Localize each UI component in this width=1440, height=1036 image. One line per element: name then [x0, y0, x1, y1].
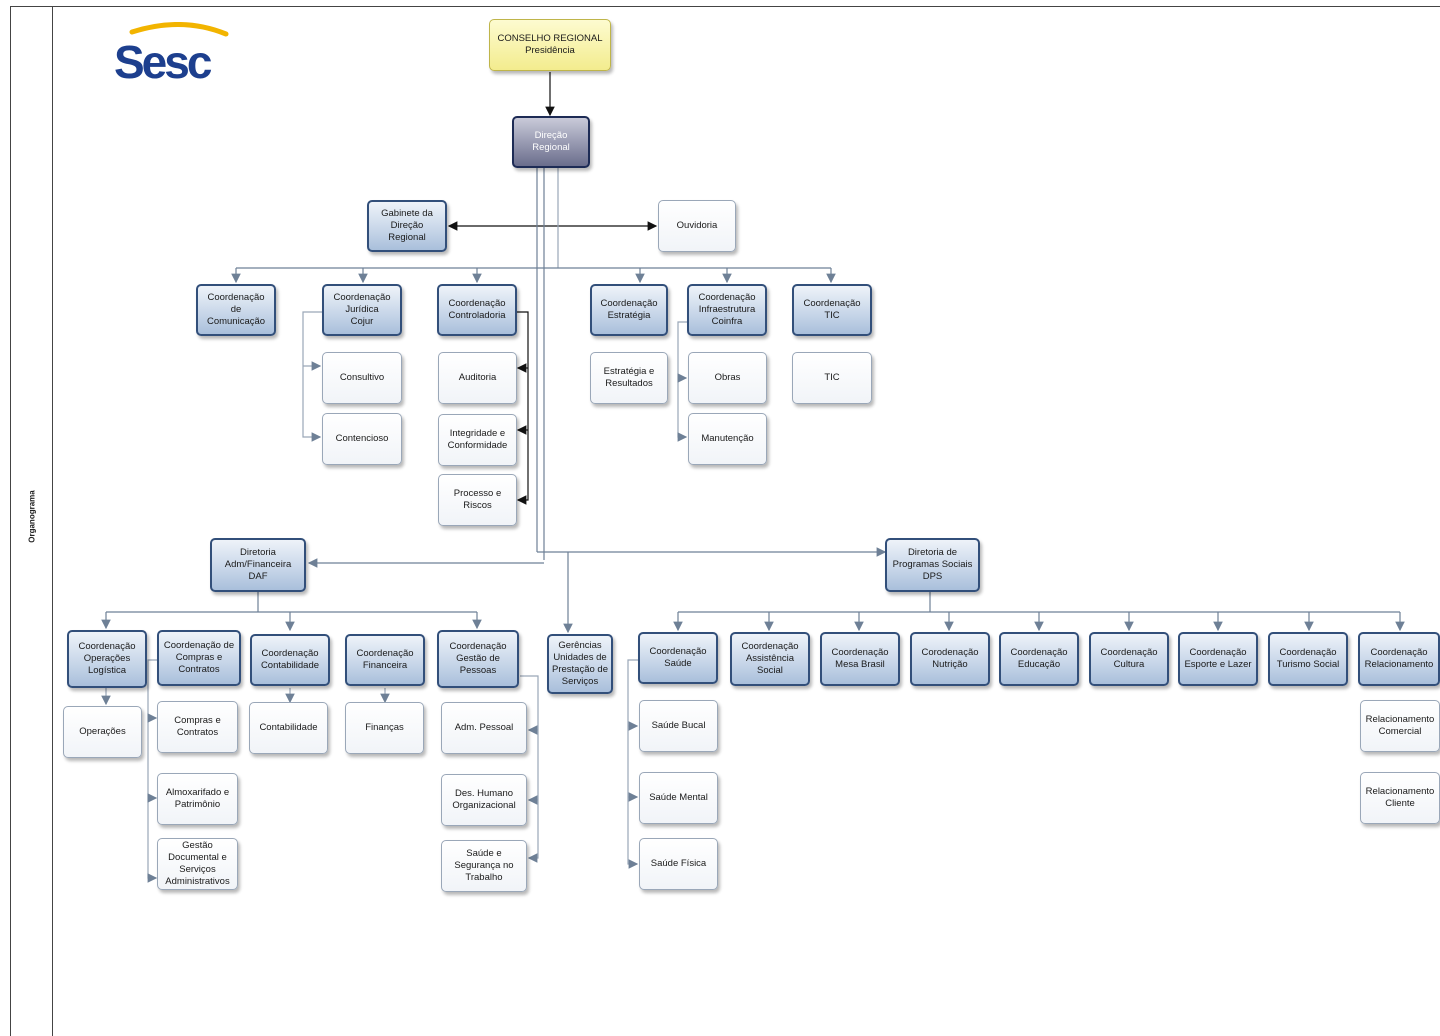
node-coord-juridica[interactable]: Coordenação Jurídica Cojur — [322, 284, 402, 336]
node-ouvidoria[interactable]: Ouvidoria — [658, 200, 736, 252]
node-conselho-regional[interactable]: CONSELHO REGIONAL Presidência — [489, 19, 611, 71]
node-coord-compras[interactable]: Coordenação de Compras e Contratos — [157, 630, 241, 686]
node-contabilidade[interactable]: Contabilidade — [249, 702, 328, 754]
node-coord-financeira[interactable]: Coordenação Financeira — [345, 634, 425, 686]
node-coord-assistencia[interactable]: Coordenação Assistência Social — [730, 632, 810, 686]
node-coord-saude[interactable]: Coordenação Saúde — [638, 632, 718, 684]
node-operacoes[interactable]: Operações — [63, 706, 142, 758]
node-adm-pessoal[interactable]: Adm. Pessoal — [441, 702, 527, 754]
node-gabinete[interactable]: Gabinete da Direção Regional — [367, 200, 447, 252]
node-coord-mesa-brasil[interactable]: Coordenação Mesa Brasil — [820, 632, 900, 686]
node-integridade[interactable]: Integridade e Conformidade — [438, 414, 517, 466]
node-coord-contabilidade[interactable]: Coordenação Contabilidade — [250, 634, 330, 686]
node-rel-cliente[interactable]: Relacionamento Cliente — [1360, 772, 1440, 824]
node-contencioso[interactable]: Contencioso — [322, 413, 402, 465]
svg-text:Sesc: Sesc — [114, 36, 212, 84]
node-tic[interactable]: TIC — [792, 352, 872, 404]
node-coord-comunicacao[interactable]: Coordenação de Comunicação — [196, 284, 276, 336]
node-coord-estrategia[interactable]: Coordenação Estratégia — [590, 284, 668, 336]
node-coord-nutricao[interactable]: Corodenação Nutrição — [910, 632, 990, 686]
node-saude-mental[interactable]: Saúde Mental — [639, 772, 718, 824]
node-coord-relacionamento[interactable]: Coordenação Relacionamento — [1358, 632, 1440, 686]
node-almoxarifado[interactable]: Almoxarifado e Patrimônio — [157, 773, 238, 825]
node-coord-gestao-pessoas[interactable]: Coordenação Gestão de Pessoas — [437, 630, 519, 688]
node-processo-riscos[interactable]: Processo e Riscos — [438, 474, 517, 526]
node-gestao-documental[interactable]: Gestão Documental e Serviços Administrat… — [157, 838, 238, 890]
node-coord-educacao[interactable]: Coordenação Educação — [999, 632, 1079, 686]
node-obras[interactable]: Obras — [688, 352, 767, 404]
node-direcao-regional[interactable]: Direção Regional — [512, 116, 590, 168]
node-des-humano[interactable]: Des. Humano Organizacional — [441, 774, 527, 826]
swimlane-divider — [52, 6, 53, 1036]
node-gerencias-unidades[interactable]: Gerências Unidades de Prestação de Servi… — [547, 634, 613, 694]
node-manutencao[interactable]: Manutenção — [688, 413, 767, 465]
node-auditoria[interactable]: Auditoria — [438, 352, 517, 404]
diagram-frame — [10, 6, 1440, 1036]
node-rel-comercial[interactable]: Relacionamento Comercial — [1360, 700, 1440, 752]
node-saude-bucal[interactable]: Saúde Bucal — [639, 700, 718, 752]
node-diretoria-dps[interactable]: Diretoria de Programas Sociais DPS — [885, 538, 980, 592]
node-diretoria-daf[interactable]: Diretoria Adm/Financeira DAF — [210, 538, 306, 592]
node-coord-operacoes[interactable]: Coordenação Operações Logística — [67, 630, 147, 688]
sesc-logo: Sesc — [114, 22, 229, 84]
node-coord-controladoria[interactable]: Coordenação Controladoria — [437, 284, 517, 336]
node-coord-infraestrutura[interactable]: Coordenação Infraestrutura Coinfra — [687, 284, 767, 336]
node-financas[interactable]: Finanças — [345, 702, 424, 754]
node-coord-tic[interactable]: Coordenação TIC — [792, 284, 872, 336]
node-compras-contratos[interactable]: Compras e Contratos — [157, 701, 238, 753]
node-coord-esporte-lazer[interactable]: Coordenação Esporte e Lazer — [1178, 632, 1258, 686]
node-saude-seguranca[interactable]: Saúde e Segurança no Trabalho — [441, 840, 527, 892]
node-saude-fisica[interactable]: Saúde Física — [639, 838, 718, 890]
node-coord-cultura[interactable]: Coordenação Cultura — [1089, 632, 1169, 686]
node-consultivo[interactable]: Consultivo — [322, 352, 402, 404]
node-estrategia-resultados[interactable]: Estratégia e Resultados — [590, 352, 668, 404]
node-coord-turismo-social[interactable]: Coordenação Turismo Social — [1268, 632, 1348, 686]
